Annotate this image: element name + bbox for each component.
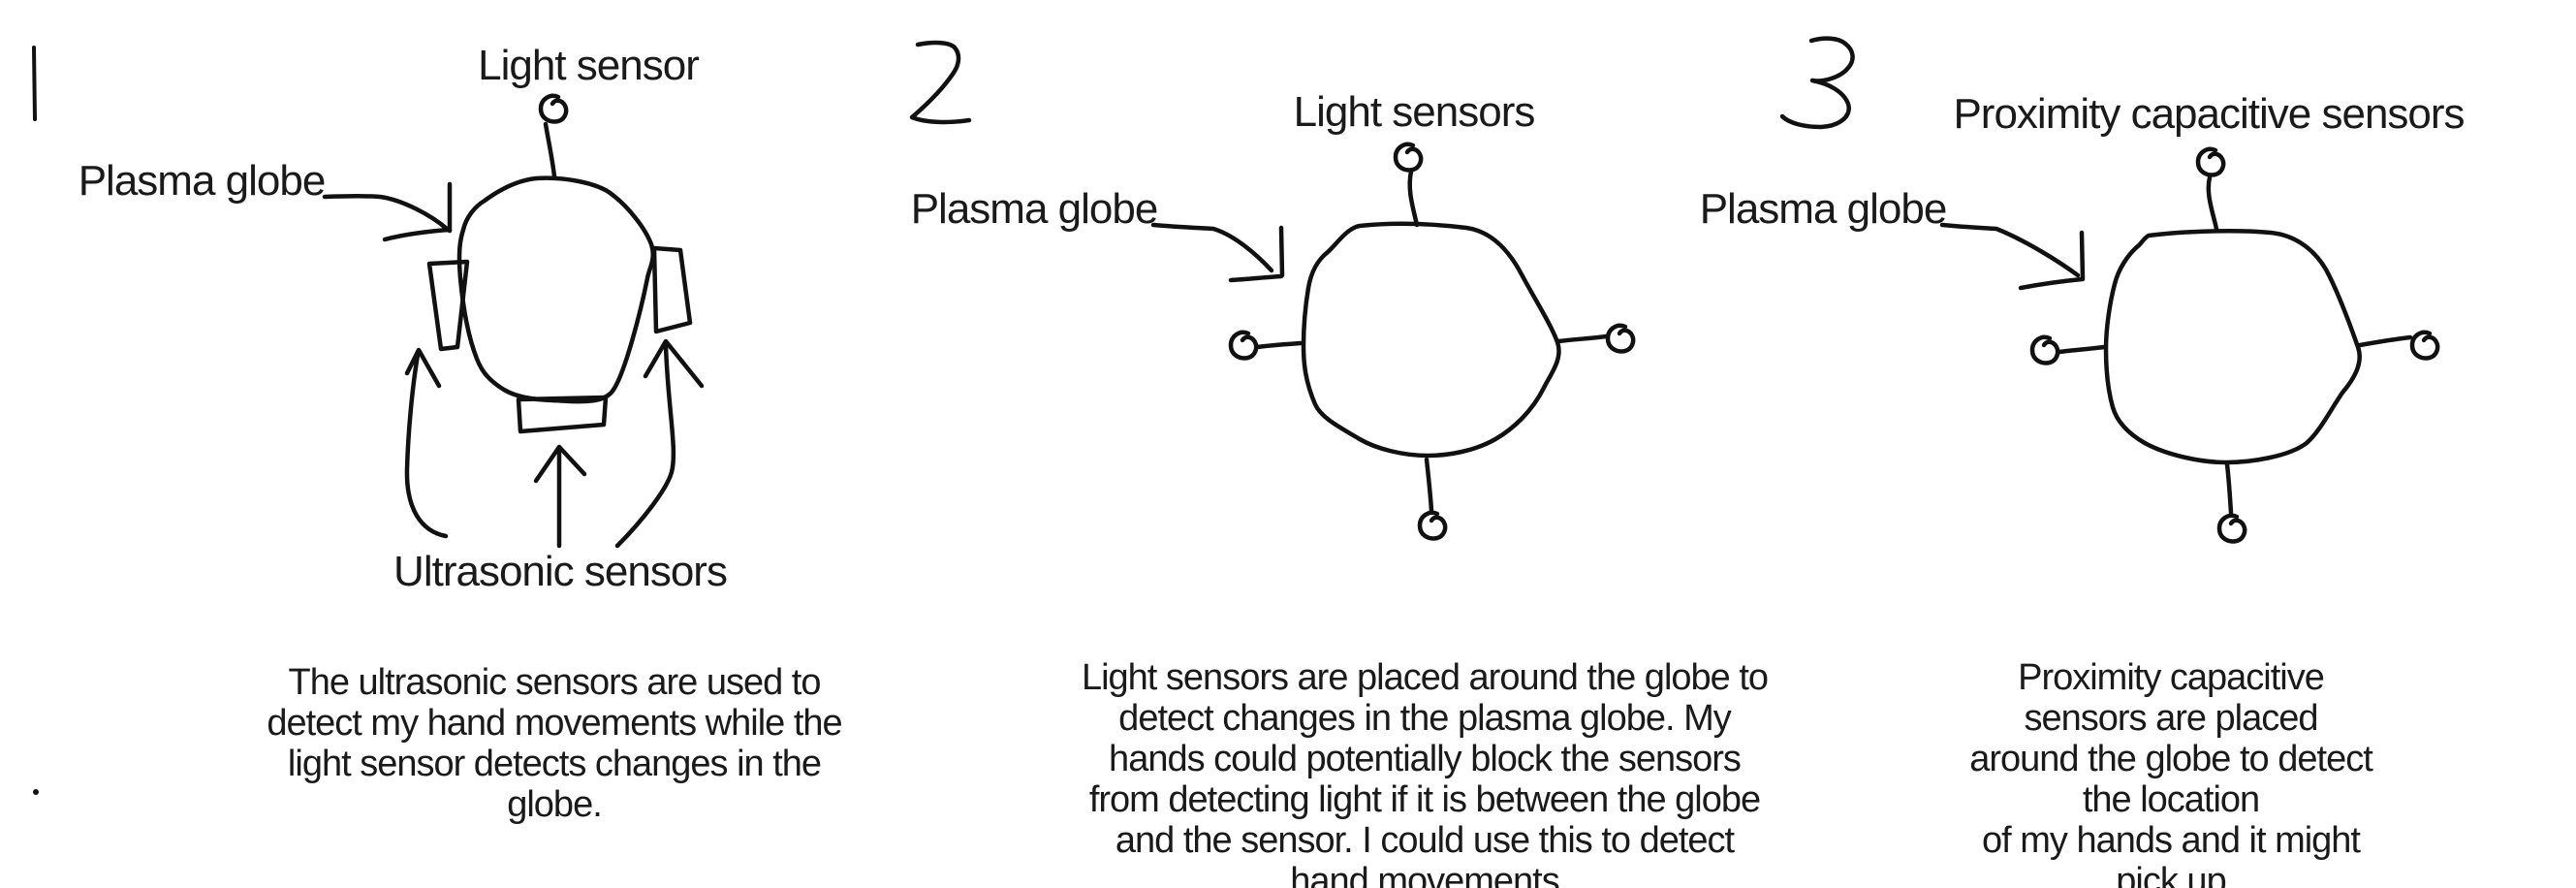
ultrasonic-sensor-left <box>426 259 470 352</box>
panel-1-caption: The ultrasonic sensors are used to detec… <box>267 662 842 825</box>
panel-2-sketch <box>909 40 1633 538</box>
light-sensor-loop-icon <box>541 96 566 122</box>
proximity-sensor-left <box>2032 337 2107 364</box>
text-cursor <box>32 46 37 121</box>
ultrasonic-sensor-bottom <box>516 395 609 434</box>
plasma-globe-arrow <box>322 181 453 242</box>
proximity-sensor-bottom <box>2219 461 2245 541</box>
light-sensor-label: Light sensor <box>478 42 700 89</box>
plasma-globe-outline <box>2103 229 2362 465</box>
panel-2-caption: Light sensors are placed around the glob… <box>1081 657 1769 888</box>
proximity-sensor-right <box>2357 333 2437 359</box>
light-sensor-stem <box>543 121 557 179</box>
plasma-globe-arrow <box>1150 222 1285 283</box>
ultrasonic-sensors-label: Ultrasonic sensors <box>393 548 728 595</box>
light-sensor-top <box>1396 144 1421 228</box>
proximity-sensor-top <box>2198 149 2223 232</box>
plasma-globe-label-3: Plasma globe <box>1699 185 1948 233</box>
light-sensors-label: Light sensors <box>1293 88 1536 136</box>
plasma-globe-arrow <box>1939 222 2086 291</box>
plasma-globe-label-2: Plasma globe <box>910 185 1159 233</box>
ultrasonic-arrow-right <box>614 338 705 549</box>
panel-3-caption: Proximity capacitive sensors are placed … <box>1969 657 2373 888</box>
ultrasonic-arrow-left <box>404 347 449 539</box>
panel-3-sketch <box>1779 36 2437 542</box>
light-sensor-right <box>1555 326 1633 352</box>
plasma-globe-outline <box>456 175 656 404</box>
plasma-globe-label-1: Plasma globe <box>78 157 327 205</box>
panel-1-sketch <box>32 46 705 795</box>
ultrasonic-sensor-right <box>651 245 693 334</box>
plasma-globe-outline <box>1301 221 1561 459</box>
proximity-capacitive-sensors-label: Proximity capacitive sensors <box>1953 90 2465 138</box>
light-sensor-bottom <box>1420 457 1445 538</box>
panel-2-number <box>909 40 972 125</box>
ultrasonic-arrow-middle <box>533 444 587 549</box>
light-sensor-left <box>1231 333 1304 359</box>
panel-3-number <box>1779 36 1855 130</box>
stray-dot <box>33 789 39 795</box>
